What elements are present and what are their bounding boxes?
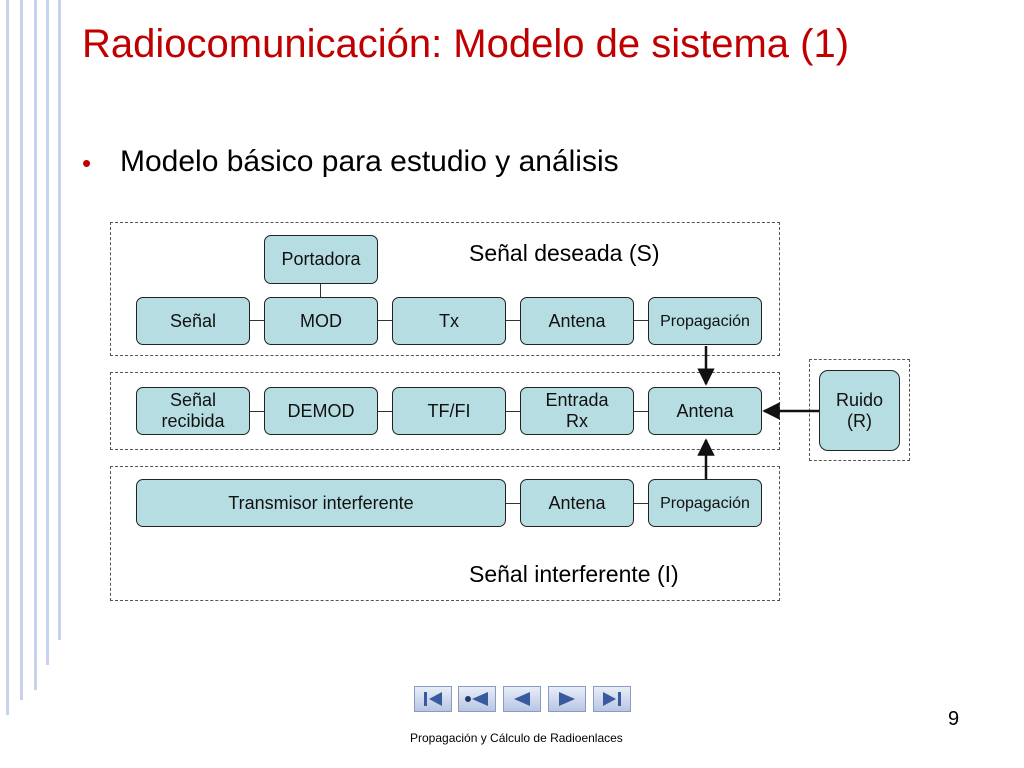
first-slide-icon — [424, 692, 442, 706]
previous-slide-icon — [465, 692, 488, 706]
demod-block: DEMOD — [264, 387, 378, 435]
next-slide-icon — [559, 692, 575, 706]
tf-fi-block: TF/FI — [392, 387, 506, 435]
last-slide-button[interactable] — [593, 686, 631, 712]
last-slide-icon — [603, 692, 621, 706]
tx-block: Tx — [392, 297, 506, 345]
connector-line — [250, 320, 264, 321]
portadora-block: Portadora — [264, 235, 378, 284]
interfering-signal-label: Señal interferente (I) — [469, 561, 679, 587]
desired-signal-group — [110, 222, 780, 356]
interferer-group — [110, 466, 780, 601]
connector-line — [634, 503, 648, 504]
rx-input-block: Entrada Rx — [520, 387, 634, 435]
bullet-marker: • — [82, 148, 92, 178]
decor-line — [46, 0, 49, 665]
decor-line — [20, 0, 23, 700]
connector-line — [634, 320, 648, 321]
propagation-interferer-block: Propagación — [648, 479, 762, 527]
antenna-tx-block: Antena — [520, 297, 634, 345]
page-number: 9 — [948, 708, 960, 730]
previous-slide-button[interactable] — [458, 686, 496, 712]
connector-line — [506, 320, 520, 321]
antenna-rx-block: Antena — [648, 387, 762, 435]
signal-block: Señal — [136, 297, 250, 345]
back-icon — [514, 692, 530, 706]
bullet-text: Modelo básico para estudio y análisis — [120, 145, 619, 178]
decor-line — [6, 0, 9, 715]
connector-line — [378, 411, 392, 412]
slide-title: Radiocomunicación: Modelo de sistema (1) — [82, 22, 850, 66]
decor-line — [34, 0, 37, 690]
connector-line — [250, 411, 264, 412]
connector-line — [506, 411, 520, 412]
received-signal-block: Señal recibida — [136, 387, 250, 435]
connector-line — [320, 284, 321, 297]
mod-block: MOD — [264, 297, 378, 345]
interfering-transmitter-block: Transmisor interferente — [136, 479, 506, 527]
noise-block: Ruido (R) — [819, 370, 900, 451]
antenna-interferer-block: Antena — [520, 479, 634, 527]
decor-line — [58, 0, 61, 640]
connector-line — [634, 411, 648, 412]
connector-line — [506, 503, 520, 504]
next-slide-button[interactable] — [548, 686, 586, 712]
desired-signal-label: Señal deseada (S) — [469, 240, 660, 266]
propagation-block: Propagación — [648, 297, 762, 345]
connector-line — [378, 320, 392, 321]
first-slide-button[interactable] — [414, 686, 452, 712]
back-button[interactable] — [503, 686, 541, 712]
footer-text: Propagación y Cálculo de Radioenlaces — [410, 731, 623, 745]
